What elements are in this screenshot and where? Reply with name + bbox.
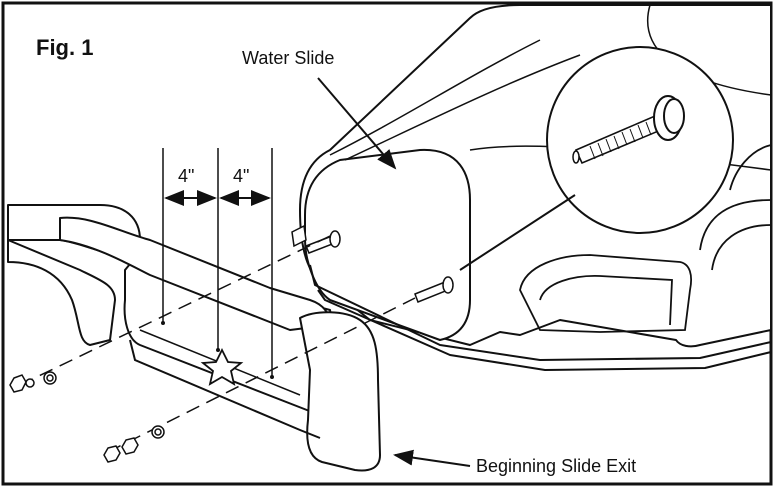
left-gap-dimension: 4" [178, 166, 195, 186]
right-gap-dimension: 4" [233, 166, 250, 186]
star-logo [200, 347, 244, 386]
exit-skirt [129, 339, 321, 439]
beginning-slide-exit-callout: Beginning Slide Exit [476, 456, 637, 476]
water-slide-leader [317, 77, 397, 170]
carriage-bolt [291, 224, 341, 254]
beginning-slide-exit-body [7, 204, 381, 472]
figure-label: Fig. 1 [36, 35, 94, 60]
nut-washer-set-lower [103, 425, 165, 463]
hex-bolt [414, 276, 454, 303]
bolt-detail-magnifier [546, 46, 734, 234]
dimension-guides [162, 148, 273, 377]
slide-exit-leader [393, 449, 471, 467]
water-slide-side-panels [519, 144, 772, 333]
water-slide-callout: Water Slide [242, 48, 335, 68]
nut-washer-set-upper [9, 371, 57, 393]
detail-leader-line [459, 194, 576, 271]
